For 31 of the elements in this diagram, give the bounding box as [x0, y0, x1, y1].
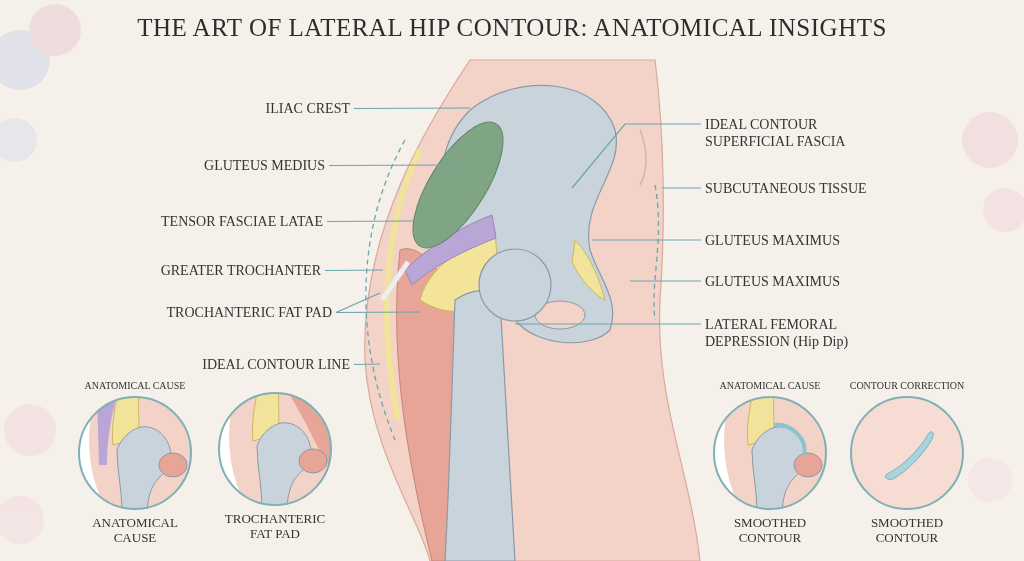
- part-label: GREATER TROCHANTER: [160, 262, 321, 279]
- part-label: LATERAL FEMORAL DEPRESSION (Hip Dip): [705, 316, 875, 350]
- leader-line: [335, 311, 421, 314]
- leader-line: [629, 280, 702, 282]
- leader-line: [335, 292, 381, 314]
- leader-line: [353, 363, 381, 366]
- title: THE ART OF LATERAL HIP CONTOUR: ANATOMICAL INSIGHTS: [136, 14, 888, 42]
- inset-caption: SMOOTHED CONTOUR: [732, 515, 808, 545]
- leader-line: [353, 107, 471, 110]
- inset-caption: SMOOTHED CONTOUR: [869, 515, 945, 545]
- leader-line: [571, 123, 702, 189]
- part-label: ILIAC CREST: [265, 100, 350, 117]
- inset-heading: ANATOMICAL CAUSE: [84, 380, 186, 391]
- part-label: SUBCUTANEOUS TISSUE: [705, 180, 875, 197]
- part-label: IDEAL CONTOUR SUPERFICIAL FASCIA: [705, 116, 875, 150]
- inset-heading: ANATOMICAL CAUSE: [719, 380, 821, 391]
- leader-line: [328, 164, 456, 167]
- part-label: GLUTEUS MAXIMUS: [705, 232, 875, 249]
- part-label: GLUTEUS MAXIMUS: [705, 273, 875, 290]
- leader-line: [326, 220, 414, 223]
- part-label: IDEAL CONTOUR LINE: [202, 356, 350, 373]
- leader-line: [514, 323, 702, 325]
- inset-caption: TROCHANTERIC FAT PAD: [223, 511, 327, 541]
- inset-heading: CONTOUR CORRECTION: [849, 380, 965, 391]
- leader-line: [591, 239, 702, 241]
- part-label: TROCHANTERIC FAT PAD: [166, 304, 332, 321]
- part-label: TENSOR FASCIAE LATAE: [161, 213, 323, 230]
- part-label: GLUTEUS MEDIUS: [204, 157, 325, 174]
- leader-line: [661, 187, 702, 189]
- leader-line: [324, 269, 384, 272]
- inset-caption: ANATOMICAL CAUSE: [91, 515, 179, 545]
